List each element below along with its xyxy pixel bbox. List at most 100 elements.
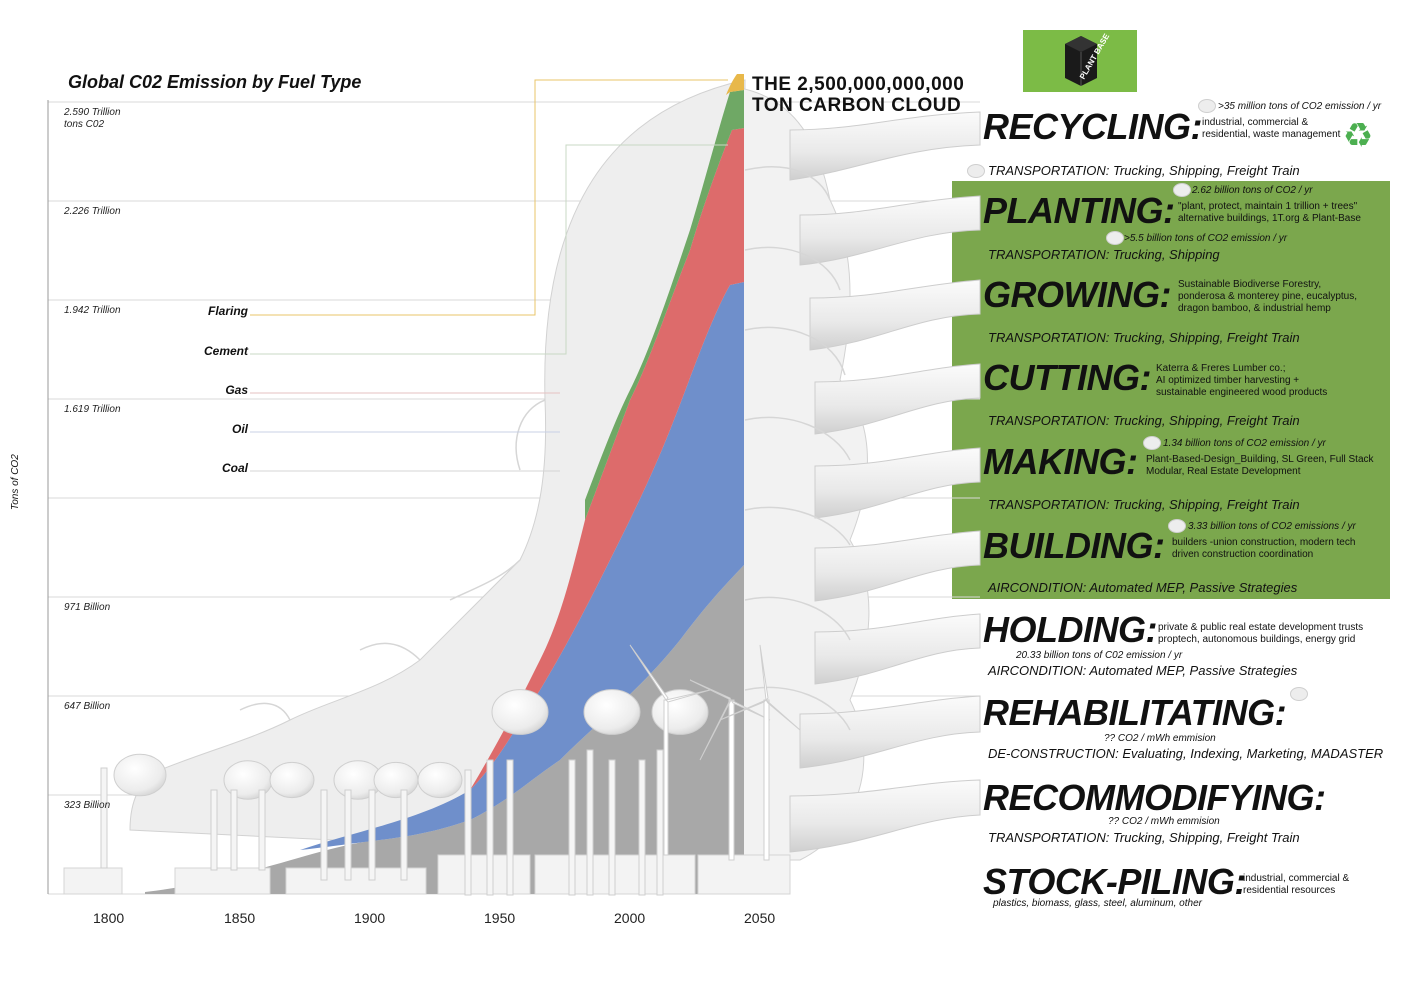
emission-bubble-icon	[1290, 687, 1308, 706]
cement-leader	[250, 144, 728, 355]
chimney	[586, 749, 594, 896]
fuel-label-cement: Cement	[203, 344, 248, 358]
stage-materials: plastics, biomass, glass, steel, aluminu…	[993, 898, 1202, 909]
stage-transport: DE-CONSTRUCTION: Evaluating, Indexing, M…	[988, 746, 1384, 761]
stage-desc: Katerra & Freres Lumber co.;AI optimized…	[1156, 363, 1328, 398]
stage-transport: AIRCONDITION: Automated MEP, Passive Str…	[988, 580, 1298, 595]
stage-title-growing: GROWING:	[983, 274, 1171, 315]
stage-title-planting: PLANTING:	[983, 190, 1175, 231]
chimney	[100, 767, 108, 869]
stage-title-recycling: RECYCLING:	[983, 106, 1203, 147]
fuel-leader-lines	[250, 79, 728, 472]
x-tick-label: 2050	[744, 910, 776, 926]
stage-emission: >5.5 billion tons of CO2 emission / yr	[1124, 233, 1288, 244]
stage-title-recommodifying: RECOMMODIFYING:	[983, 777, 1326, 818]
emission-bubble-icon	[1173, 183, 1191, 202]
chimney	[320, 789, 328, 881]
wind-turbine	[719, 644, 801, 861]
stage-desc: Plant-Based-Design_Building, SL Green, F…	[1146, 454, 1374, 477]
flaring-leader	[250, 79, 728, 316]
stage-emission: 1.34 billion tons of CO2 emission / yr	[1163, 438, 1326, 449]
stage-transport: TRANSPORTATION: Trucking, Shipping	[988, 247, 1220, 262]
factory-base	[174, 867, 271, 895]
recycle-icon: ♻	[1342, 116, 1374, 156]
cloud-ribs	[239, 166, 851, 731]
stage-title-making: MAKING:	[983, 441, 1138, 482]
stage-emission: 2.62 billion tons of CO2 / yr	[1192, 185, 1313, 196]
chart-title: Global C02 Emission by Fuel Type	[68, 72, 362, 92]
stage-transport: TRANSPORTATION: Trucking, Shipping, Frei…	[988, 413, 1300, 428]
flaring-area	[726, 74, 744, 95]
y-label: 323 Billion	[64, 800, 111, 811]
chimney	[656, 749, 664, 896]
fuel-label-oil: Oil	[231, 422, 248, 436]
factory-base	[437, 854, 531, 895]
logo-cube-icon	[1065, 36, 1097, 86]
coal-area	[145, 565, 744, 894]
chimney	[608, 759, 616, 896]
x-tick-label: 1950	[484, 910, 516, 926]
emission-bubble-icon	[1143, 436, 1161, 455]
x-tick-label: 1850	[224, 910, 256, 926]
y-label: 2.226 Trillion	[64, 206, 121, 217]
chimney	[486, 759, 494, 896]
stage-desc: "plant, protect, maintain 1 trillion + t…	[1178, 201, 1361, 224]
fuel-label-flaring: Flaring	[207, 304, 248, 318]
cement-area	[585, 90, 744, 520]
stage-emission: 3.33 billion tons of CO2 emissions / yr	[1188, 521, 1356, 532]
stage-desc: industrial, commercial &residential reso…	[1243, 873, 1350, 896]
plant-base-logo: PLANT BASE	[1023, 30, 1137, 92]
oil-area	[300, 282, 744, 850]
wind-turbine	[689, 679, 771, 861]
stage-emission: 20.33 billion tons of C02 emission / yr	[1016, 650, 1183, 661]
fuel-label-coal: Coal	[221, 461, 248, 475]
stage-title-rehabilitating: REHABILITATING:	[983, 692, 1287, 733]
chimneys	[100, 689, 709, 896]
wind-turbines	[629, 644, 801, 861]
y-label: 971 Billion	[64, 602, 111, 613]
tube-connectors	[789, 111, 981, 853]
transport-bubble-icon	[967, 164, 985, 183]
factory-bases	[63, 854, 791, 895]
chimney	[464, 769, 472, 896]
stage-transport: TRANSPORTATION: Trucking, Shipping, Frei…	[988, 330, 1300, 345]
gas-area	[470, 128, 744, 790]
stage-title-stock-piling: STOCK-PILING:	[983, 861, 1246, 902]
stage-title-cutting: CUTTING:	[983, 357, 1151, 398]
x-tick-label: 1800	[93, 910, 125, 926]
chimney	[344, 789, 352, 881]
chimney	[368, 789, 376, 881]
y-label: 647 Billion	[64, 701, 111, 712]
smoke-puff	[269, 761, 315, 799]
y-label: 1.942 Trillion	[64, 305, 121, 316]
stage-desc: industrial, commercial &residential, was…	[1202, 117, 1341, 140]
emission-bubble-icon	[1198, 99, 1216, 118]
chimney	[638, 759, 646, 896]
emission-areas	[145, 74, 744, 894]
y-axis-title: Tons of CO2	[10, 454, 21, 510]
x-tick-label: 2000	[614, 910, 646, 926]
stage-desc: Sustainable Biodiverse Forestry,ponderos…	[1178, 279, 1357, 314]
chimney	[258, 789, 266, 871]
y-label: 1.619 Trillion	[64, 404, 121, 415]
stage-title-building: BUILDING:	[983, 525, 1165, 566]
wind-turbine	[629, 644, 711, 856]
factory-base	[63, 867, 123, 895]
smoke-puff	[491, 689, 549, 735]
stage-transport: TRANSPORTATION: Trucking, Shipping, Frei…	[988, 163, 1300, 178]
emission-bubble-icon	[1106, 231, 1124, 250]
smoke-puff	[417, 761, 463, 799]
fuel-label-gas: Gas	[225, 383, 248, 397]
stage-transport: TRANSPORTATION: Trucking, Shipping, Frei…	[988, 497, 1300, 512]
stage-emission: ?? CO2 / mWh emmision	[1104, 733, 1216, 744]
chimney	[230, 789, 238, 871]
chimney	[568, 759, 576, 896]
emission-bubble-icon	[1168, 519, 1186, 538]
smoke-puff	[583, 689, 641, 735]
x-tick-label: 1900	[354, 910, 386, 926]
stage-transport: AIRCONDITION: Automated MEP, Passive Str…	[988, 663, 1298, 678]
stage-desc: private & public real estate development…	[1158, 622, 1364, 645]
